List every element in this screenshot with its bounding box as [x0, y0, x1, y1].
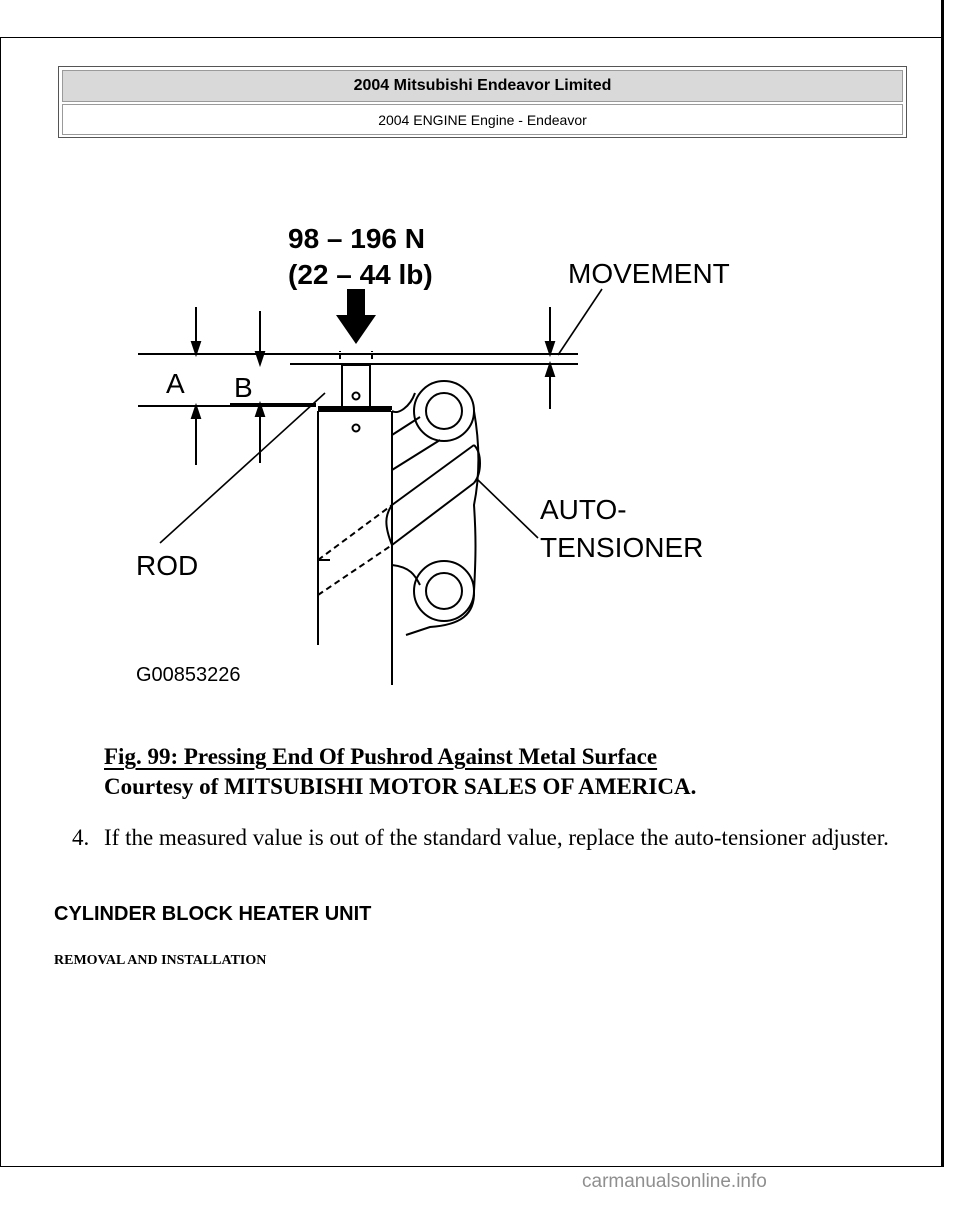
section-heading: CYLINDER BLOCK HEATER UNIT: [54, 903, 372, 925]
auto-tensioner-label-line2: TENSIONER: [540, 532, 703, 563]
header-title: 2004 Mitsubishi Endeavor Limited: [62, 70, 903, 102]
movement-label: MOVEMENT: [568, 258, 730, 289]
force-label-line2: (22 – 44 lb): [288, 259, 433, 290]
document-header: 2004 Mitsubishi Endeavor Limited 2004 EN…: [58, 66, 907, 138]
page-border-top: [0, 37, 944, 38]
subsection-heading: REMOVAL AND INSTALLATION: [54, 953, 267, 968]
auto-tensioner-label-line1: AUTO-: [540, 494, 627, 525]
figure-caption[interactable]: Fig. 99: Pressing End Of Pushrod Against…: [104, 744, 658, 769]
page-border-right: [941, 0, 944, 1167]
step-number: 4.: [72, 825, 90, 850]
dimension-a-label: A: [166, 368, 185, 399]
dimension-b-label: B: [234, 372, 253, 403]
header-subtitle: 2004 ENGINE Engine - Endeavor: [62, 104, 903, 135]
rod-label: ROD: [136, 550, 198, 581]
auto-tensioner-diagram: 98 – 196 N (22 – 44 lb) MOVEMENT A B ROD…: [130, 215, 750, 695]
watermark: carmanualsonline.info: [582, 1171, 767, 1192]
figure-id: G00853226: [136, 664, 241, 686]
page-border-left: [0, 37, 1, 1167]
figure-courtesy: Courtesy of MITSUBISHI MOTOR SALES OF AM…: [104, 774, 697, 799]
page-border-bottom: [0, 1166, 944, 1167]
force-label-line1: 98 – 196 N: [288, 223, 425, 254]
step-text: If the measured value is out of the stan…: [104, 825, 889, 850]
